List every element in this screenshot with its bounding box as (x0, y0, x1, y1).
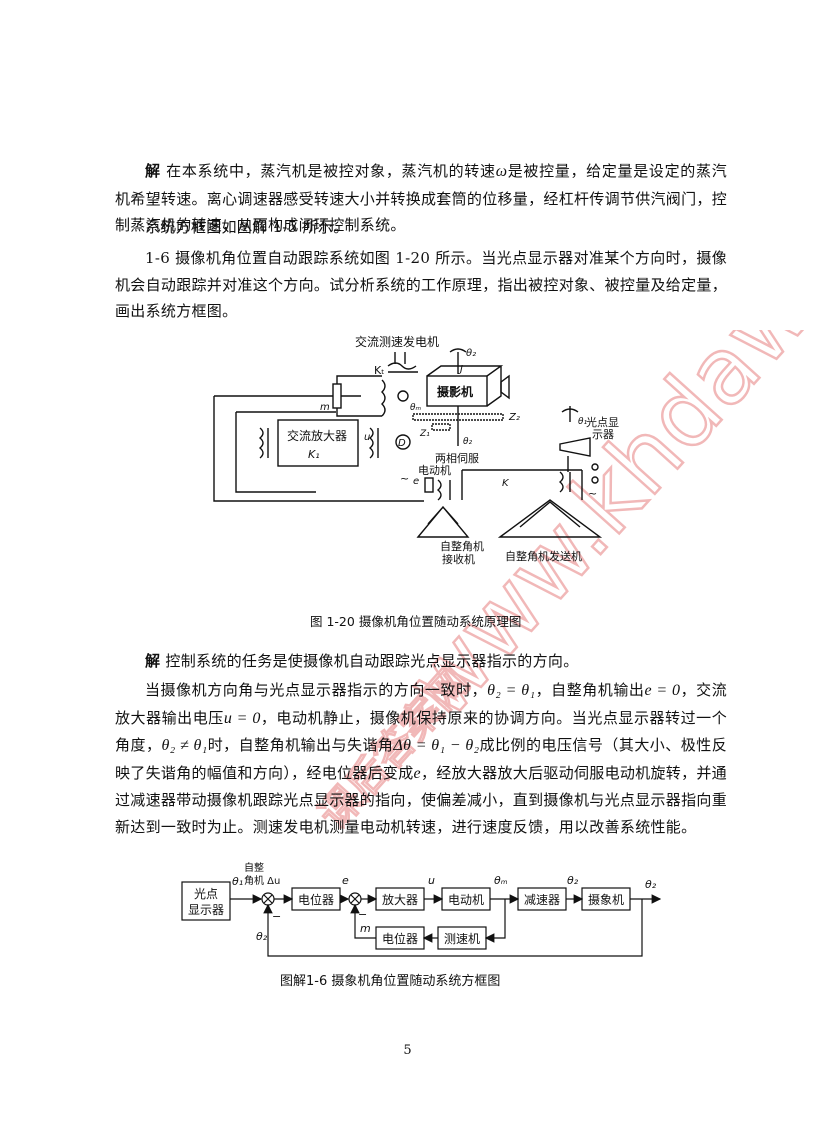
math: θ₂ = θ₁ (487, 682, 536, 699)
math: e (413, 764, 421, 782)
answer-label: 解 (145, 162, 161, 180)
label-sender: 自整角机发送机 (505, 549, 582, 563)
paragraph-2: 系统方框图如图解 1-5 所示。 (145, 218, 349, 236)
text: ，交流放大器输出电压 (115, 681, 728, 727)
label-servo-2: 电动机 (418, 463, 451, 477)
label-selsyn-2: 角机 Δu (244, 874, 280, 887)
label-ac2: ~ (588, 487, 597, 500)
answer-label: 解 (145, 652, 161, 670)
block-amp-label: 放大器 (382, 892, 418, 907)
paragraph-4: 解 控制系统的任务是使摄像机自动跟踪光点显示器指示的方向。 (115, 648, 727, 675)
label-servo-1: 两相伺服 (435, 452, 479, 465)
math: e = 0 (644, 682, 681, 699)
paragraph-5: 当摄像机方向角与光点显示器指示的方向一致时，θ₂ = θ₁，自整角机输出e = … (115, 677, 727, 840)
label-J: J (458, 364, 463, 375)
label-e: e (413, 476, 419, 487)
text: ，经放大器放大后驱动伺服电动机旋转，并通过减速器带动摄像机跟踪光点显示器的指向，… (115, 763, 728, 836)
label-D: D (398, 438, 406, 449)
label-u: u (428, 874, 435, 887)
label-theta1: θ₁ (232, 875, 243, 888)
block-reducer-label: 减速器 (524, 893, 560, 907)
paragraph-1: 解 在本系统中，蒸汽机是被控对象，蒸汽机的转速ω是被控量，给定量是设定的蒸汽机希… (115, 158, 727, 239)
label-amp-2: K₁ (308, 448, 320, 461)
math-omega: ω (495, 163, 508, 180)
label-minus-2: − (358, 908, 367, 921)
label-selsyn-1: 自整 (244, 861, 264, 874)
block-spot (181, 881, 231, 921)
label-spot-1: 光点显 (586, 415, 619, 429)
block-diagram: 光点 显示器 θ₁ 自整 角机 Δu 电位器 e 放大器 u 电动机 θₘ 减速… (181, 861, 662, 957)
label-theta2-mid: θ₂ (567, 874, 579, 887)
label-camera: 摄影机 (437, 384, 473, 399)
label-theta-m: θₘ (410, 403, 422, 413)
text: ，自整角机输出 (535, 681, 645, 699)
block-motor-label: 电动机 (448, 893, 484, 907)
label-recv-2: 接收机 (442, 552, 475, 566)
label-u: u (364, 432, 370, 443)
label-amp-1: 交流放大器 (287, 428, 347, 443)
label-ac: ~ (400, 472, 409, 485)
text: 在本系统中，蒸汽机是被控对象，蒸汽机的转速 (166, 162, 496, 180)
math: u = 0 (223, 709, 261, 727)
block-pot1-label: 电位器 (298, 892, 334, 907)
label-e: e (342, 874, 349, 887)
label-theta2-fb: θ₂ (256, 930, 268, 943)
text: 时，自整角机输出与失谐角 (207, 736, 394, 754)
block-spot-line2: 显示器 (188, 903, 224, 917)
label-theta2-mid: θ₂ (463, 437, 473, 447)
label-K: K (502, 478, 510, 489)
label-Z1: Z₁ (419, 429, 430, 439)
text: 是被控量，给定量是设定的蒸汽机希望转速。离心调速器感受转速大小并转换成套筒的位移… (115, 162, 728, 234)
figure-1-20-schematic: 交流测速发电机 Kₜ 摄影机 θ₂ J Z₂ Z₁ θ₂ θₘ D m 交流放大… (213, 334, 619, 566)
block-diagram-caption: 图解1-6 摄象机角位置随动系统方框图 (280, 974, 501, 989)
label-Z2: Z₂ (508, 412, 520, 423)
problem-1-6: 1-6 摄像机角位置自动跟踪系统如图 1-20 所示。当光点显示器对准某个方向时… (115, 249, 728, 320)
block-camera-label: 摄象机 (588, 892, 624, 907)
block-tacho-label: 测速机 (444, 932, 480, 946)
text: 成比例的电压信号（其大小、极性反映了失谐角的幅值和方向），经电位器后变成 (115, 736, 727, 782)
figure-1-20-caption: 图 1-20 摄像机角位置随动系统原理图 (310, 614, 522, 629)
math: θ₂ ≠ θ₁ (161, 737, 208, 754)
label-theta2-top: θ₂ (466, 348, 476, 359)
math: Δθ = θ₁ − θ₂ (393, 737, 480, 754)
text: 当摄像机方向角与光点显示器指示的方向一致时， (145, 681, 488, 699)
label-theta2-out: θ₂ (645, 878, 657, 891)
page-number: 5 (403, 1043, 412, 1058)
label-recv-1: 自整角机 (440, 539, 484, 553)
label-m: m (360, 922, 371, 935)
text: 控制系统的任务是使摄像机自动跟踪光点显示器指示的方向。 (165, 652, 579, 670)
block-spot-line1: 光点 (194, 887, 218, 901)
label-spot-2: 示器 (592, 428, 614, 441)
label-minus-1: − (272, 910, 281, 923)
text: ，电动机静止，摄像机保持原来的协调方向。当光点显示器转过一个角度， (115, 708, 727, 755)
label-kt: Kₜ (374, 364, 384, 377)
label-theta-m: θₘ (494, 874, 508, 887)
label-theta1: θ₁ (578, 417, 588, 427)
block-pot2-label: 电位器 (382, 931, 418, 946)
label-m: m (320, 402, 330, 413)
label-tacho: 交流测速发电机 (355, 334, 439, 349)
